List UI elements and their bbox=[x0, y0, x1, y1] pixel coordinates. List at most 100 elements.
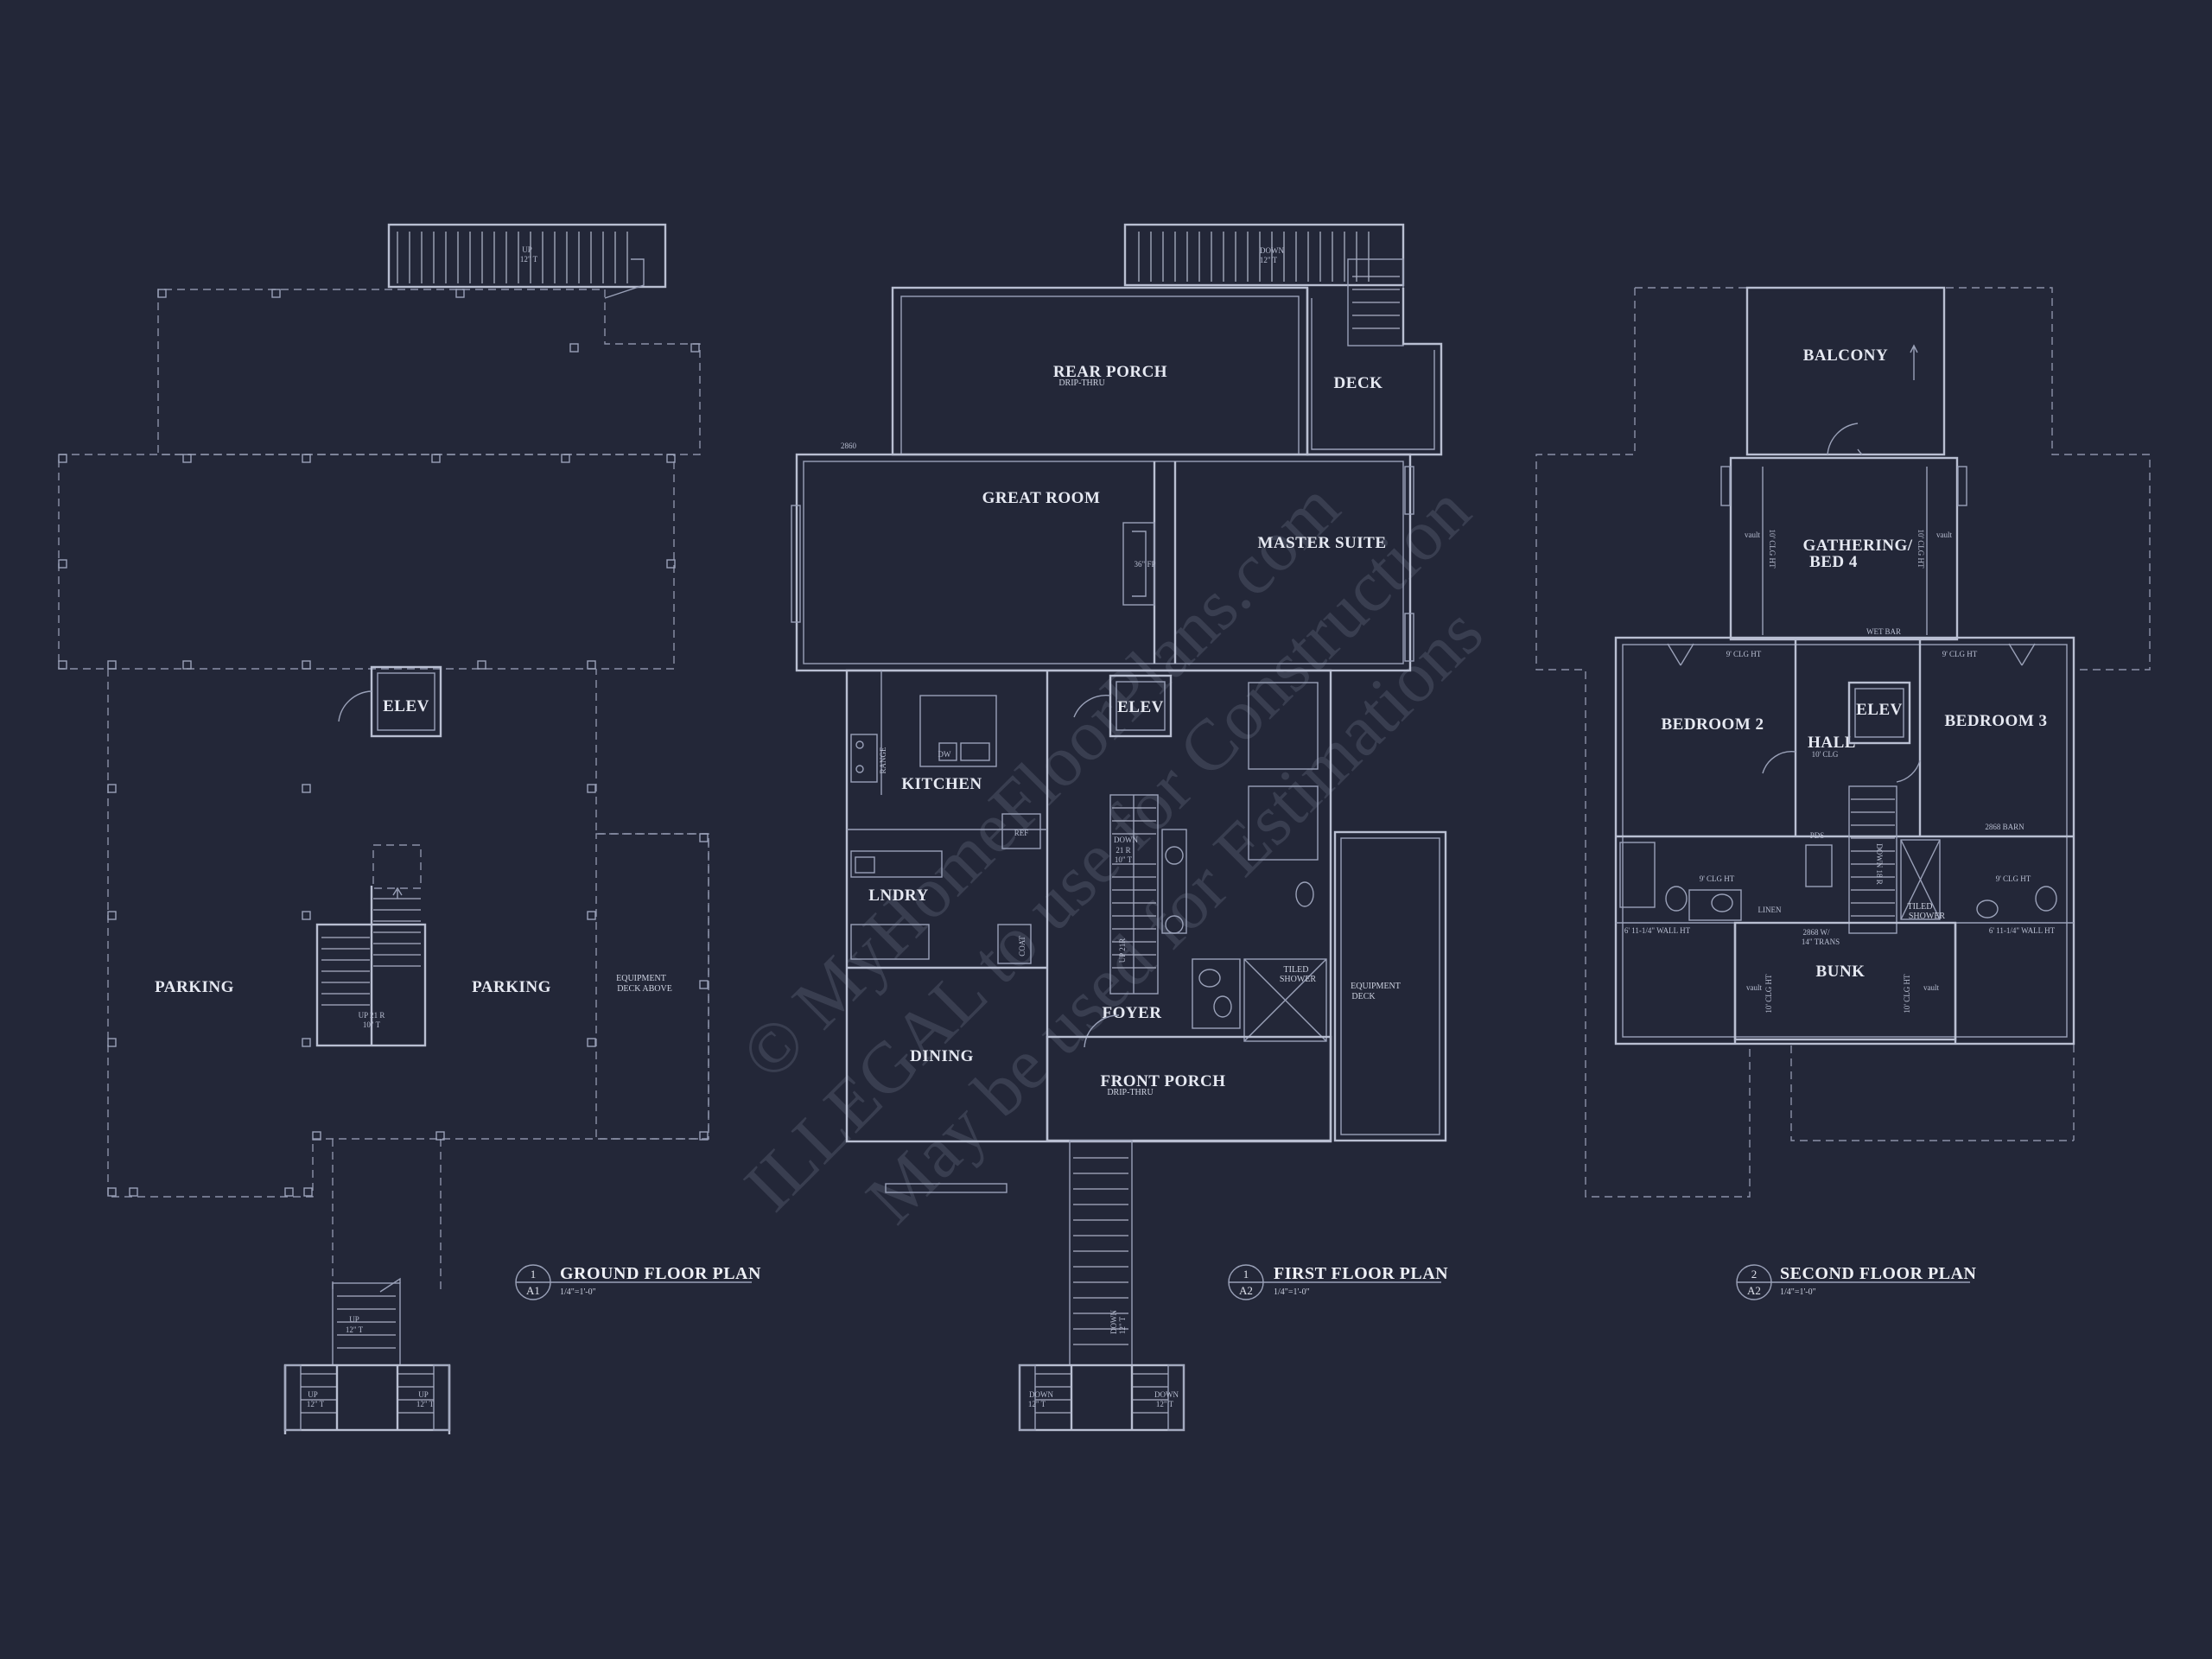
first-elevator-shaft bbox=[1109, 674, 1173, 738]
second-floor-plan: BALCONY GATHERING/ BED 4 10' CLG HT 10' … bbox=[1535, 286, 2151, 1300]
second-floor-title-block: 2 A2 SECOND FLOOR PLAN 1/4"=1'-0" bbox=[1736, 1264, 1976, 1300]
first-stair-up-label: UP 21R bbox=[1118, 938, 1127, 963]
ground-rear-stair-landing bbox=[387, 223, 667, 289]
ground-tag-number: 1 bbox=[531, 1268, 537, 1281]
first-great-room-label: GREAT ROOM bbox=[982, 489, 1101, 507]
first-kitchen-label: KITCHEN bbox=[901, 775, 982, 793]
ground-landing-right-tread: 12" T bbox=[416, 1400, 435, 1408]
first-stair-down-label: DOWN bbox=[1114, 836, 1138, 844]
second-gathering-label-2: BED 4 bbox=[1809, 553, 1858, 571]
ground-rear-stair-tread: 12" T bbox=[520, 255, 538, 264]
ground-rear-stair bbox=[397, 232, 628, 283]
second-barn-label: 2868 BARN bbox=[1985, 823, 2024, 831]
watermark-line-2: ILLEGAL to use for Construction bbox=[729, 470, 1485, 1226]
ground-elevator-shaft bbox=[370, 665, 442, 738]
first-master-suite-label: MASTER SUITE bbox=[1257, 534, 1386, 552]
first-floor-plan: DOWN 12" T REAR PORCH DRIP-THRU DECK 286… bbox=[791, 223, 1448, 1432]
first-top-stair bbox=[1138, 232, 1370, 282]
second-tag-number: 2 bbox=[1751, 1268, 1758, 1281]
first-dishwasher-label: DW bbox=[938, 750, 951, 759]
first-front-stair-tread: 12" T bbox=[1118, 1316, 1127, 1334]
second-bedroom3-clg: 9' CLG HT bbox=[1942, 650, 1978, 658]
first-tiled-shower-label: TILED bbox=[1284, 965, 1309, 975]
first-laundry-counter bbox=[850, 850, 943, 878]
second-wall-ht-right: 6' 11-1/4" WALL HT bbox=[1989, 926, 2056, 935]
first-front-stair bbox=[1069, 1140, 1133, 1366]
second-bunk bbox=[1733, 921, 1957, 1041]
ground-main-stair bbox=[315, 844, 427, 1047]
second-balcony bbox=[1745, 286, 1946, 456]
second-bedroom2-label: BEDROOM 2 bbox=[1661, 715, 1764, 734]
first-laundry-label: LNDRY bbox=[868, 887, 928, 905]
first-top-stair-label: DOWN bbox=[1260, 246, 1284, 255]
first-kitchen-island bbox=[919, 695, 997, 767]
second-floor-title: SECOND FLOOR PLAN bbox=[1780, 1264, 1976, 1283]
ground-front-stair bbox=[332, 1277, 401, 1366]
ground-landing-right-label: UP bbox=[418, 1390, 429, 1399]
first-coat-label: COAT bbox=[1018, 936, 1027, 957]
first-rear-porch-sub: DRIP-THRU bbox=[1058, 378, 1105, 388]
first-stair-down-tread: 10" T bbox=[1115, 855, 1133, 864]
ground-great-room-outline bbox=[58, 454, 675, 670]
first-coat-closet bbox=[997, 924, 1032, 964]
first-landing-right-tread: 12" T bbox=[1156, 1400, 1174, 1408]
ground-main-stair-label: UP 21 R bbox=[359, 1011, 385, 1020]
ground-equipment-label: EQUIPMENT bbox=[616, 974, 666, 983]
second-wall-ht-left: 6' 11-1/4" WALL HT bbox=[1624, 926, 1691, 935]
second-hall-sub: 10' CLG bbox=[1812, 750, 1839, 759]
first-landing-right-label: DOWN bbox=[1154, 1390, 1179, 1399]
ground-front-stair-label: UP bbox=[349, 1315, 359, 1324]
first-tag-number: 1 bbox=[1243, 1268, 1249, 1281]
second-floor-scale: 1/4"=1'-0" bbox=[1780, 1287, 1816, 1297]
ground-tag-sheet: A1 bbox=[526, 1284, 540, 1297]
first-ref-label: REF bbox=[1014, 829, 1029, 837]
first-front-stair-label: DOWN bbox=[1109, 1310, 1118, 1334]
second-tag-sheet: A2 bbox=[1747, 1284, 1761, 1297]
first-front-porch bbox=[1046, 1035, 1332, 1142]
second-vault-right: vault bbox=[1936, 531, 1952, 539]
first-floor-scale: 1/4"=1'-0" bbox=[1274, 1287, 1310, 1297]
ground-main-stair-tread: 10" T bbox=[363, 1020, 381, 1029]
second-bunk-vault-right: vault bbox=[1923, 983, 1939, 992]
ground-elev-label: ELEV bbox=[383, 697, 429, 715]
ground-floor-title-block: 1 A1 GROUND FLOOR PLAN 1/4"=1'-0" bbox=[515, 1264, 761, 1300]
second-interior-stair bbox=[1848, 785, 1897, 934]
first-top-stair-landing bbox=[1123, 223, 1405, 287]
first-stair-down-risers: 21 R bbox=[1116, 846, 1130, 855]
second-elev-label: ELEV bbox=[1856, 701, 1903, 719]
first-deck-label: DECK bbox=[1334, 374, 1383, 392]
ground-landing-left-label: UP bbox=[308, 1390, 318, 1399]
first-floor-title: FIRST FLOOR PLAN bbox=[1274, 1264, 1448, 1283]
ground-floor-title: GROUND FLOOR PLAN bbox=[560, 1264, 761, 1283]
first-front-landing bbox=[1018, 1363, 1185, 1432]
second-linen-label: LINEN bbox=[1758, 906, 1782, 914]
first-landing-left-label: DOWN bbox=[1029, 1390, 1053, 1399]
second-vault-left: vault bbox=[1745, 531, 1760, 539]
ground-floor-plan: UP 12" T ELEV bbox=[58, 223, 761, 1434]
ground-landing-left-tread: 12" T bbox=[307, 1400, 325, 1408]
second-stair-label: DOWN 18 R bbox=[1875, 843, 1884, 885]
second-tiled-shower bbox=[1900, 839, 1941, 920]
first-fireplace bbox=[1122, 522, 1155, 606]
first-fireplace-label: 36" FP bbox=[1135, 560, 1156, 569]
second-gathering-clg-left: 10' CLG HT bbox=[1768, 529, 1777, 569]
first-door-2860: 2860 bbox=[841, 442, 857, 450]
second-trans-label: 2868 W/ bbox=[1802, 928, 1830, 937]
ground-equipment-zone bbox=[595, 833, 709, 1140]
ground-rear-stair-label: UP bbox=[522, 245, 532, 254]
second-elevator-shaft bbox=[1847, 681, 1911, 745]
second-bath-left-clg: 9' CLG HT bbox=[1700, 874, 1735, 883]
second-wet-bar-label: WET BAR bbox=[1866, 627, 1901, 636]
first-tag-sheet: A2 bbox=[1239, 1284, 1253, 1297]
first-front-porch-label: FRONT PORCH bbox=[1100, 1072, 1225, 1090]
first-landing-left-tread: 12" T bbox=[1028, 1400, 1046, 1408]
first-deck bbox=[1306, 288, 1443, 456]
first-floor-title-block: 1 A2 FIRST FLOOR PLAN 1/4"=1'-0" bbox=[1228, 1264, 1448, 1300]
first-elev-label: ELEV bbox=[1117, 698, 1164, 716]
ground-front-stair-tread: 12" T bbox=[346, 1325, 364, 1334]
first-equipment-label-2: DECK bbox=[1351, 992, 1376, 1001]
first-foyer-label: FOYER bbox=[1103, 1004, 1162, 1022]
ground-parking-left-label: PARKING bbox=[155, 978, 234, 996]
ground-floor-scale: 1/4"=1'-0" bbox=[560, 1287, 596, 1297]
